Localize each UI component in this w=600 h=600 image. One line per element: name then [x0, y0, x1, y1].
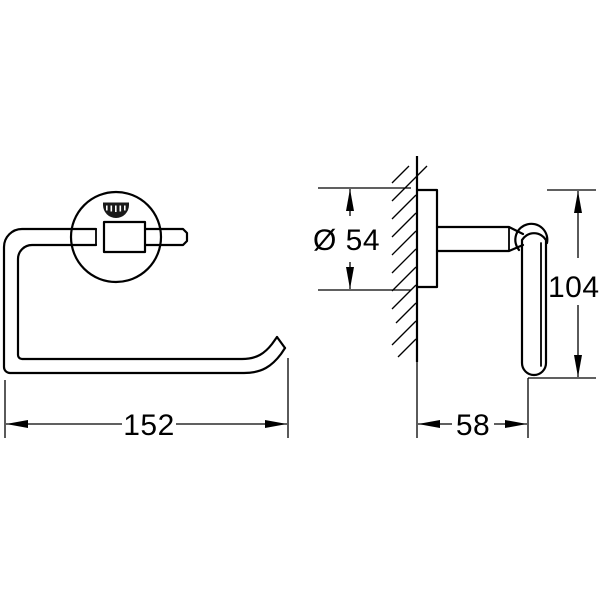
grohe-logo	[103, 202, 129, 218]
side-arm-bottom	[435, 243, 525, 253]
dim-54-arrow-bottom	[346, 267, 354, 289]
dimension-104: 104	[528, 189, 600, 379]
dim-152-arrow-right	[265, 420, 287, 428]
dim-58-label: 58	[456, 409, 490, 442]
side-rosette-flange	[415, 188, 439, 289]
front-arm-bar	[142, 227, 189, 247]
dim-152-label: 152	[123, 409, 175, 442]
dim-152-arrow-left	[6, 420, 28, 428]
dimension-152: 152	[4, 358, 289, 442]
dim-104-label: 104	[548, 271, 600, 304]
front-ring-tip	[275, 335, 287, 350]
front-ring-outer	[2, 227, 287, 375]
dim-54-arrow-top	[346, 189, 354, 211]
wall-hatching	[391, 165, 428, 358]
side-ring-hub	[514, 222, 549, 252]
side-ring-outer	[520, 232, 548, 377]
dimension-diameter-54: Ø 54	[313, 187, 411, 291]
front-ring-inner	[16, 243, 279, 361]
side-view	[391, 156, 549, 377]
dim-104-arrow-top	[574, 191, 582, 213]
dim-58-arrow-left	[418, 420, 440, 428]
front-rosette-circle	[69, 190, 163, 284]
front-mount-block	[102, 220, 147, 254]
dim-54-label: Ø 54	[313, 224, 380, 257]
dim-58-arrow-right	[505, 420, 527, 428]
front-view	[2, 190, 287, 375]
dim-104-arrow-bottom	[574, 355, 582, 377]
dimension-58: 58	[416, 362, 529, 442]
side-arm-top	[435, 225, 525, 236]
